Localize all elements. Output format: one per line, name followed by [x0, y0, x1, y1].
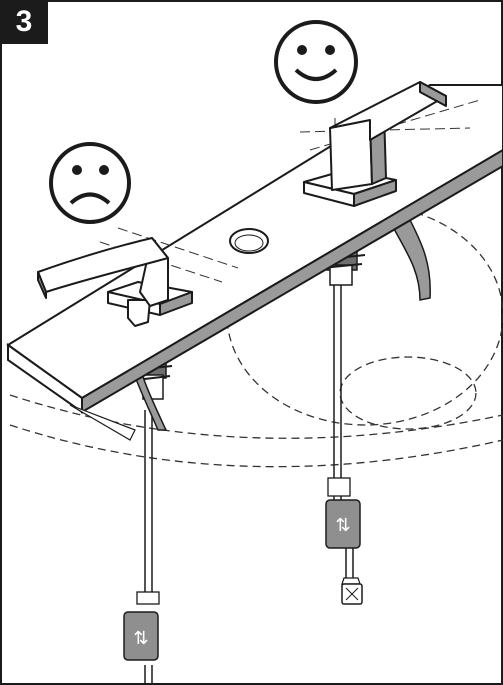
right-supply-hose — [327, 285, 363, 605]
flow-arrow-icon: ⇅ — [133, 628, 148, 649]
happy-face-icon — [274, 20, 358, 104]
left-supply-hose — [136, 410, 160, 685]
right-handle — [303, 81, 447, 207]
left-handle — [37, 237, 193, 327]
left-check-valve-tag: ⇅ — [123, 611, 159, 661]
spout-hole — [229, 228, 269, 254]
sad-face-icon — [49, 142, 131, 224]
right-mount-bracket — [390, 219, 431, 301]
right-check-valve-tag: ⇅ — [325, 499, 361, 549]
step-number-badge: 3 — [0, 0, 48, 44]
flow-arrow-icon: ⇅ — [335, 515, 350, 536]
